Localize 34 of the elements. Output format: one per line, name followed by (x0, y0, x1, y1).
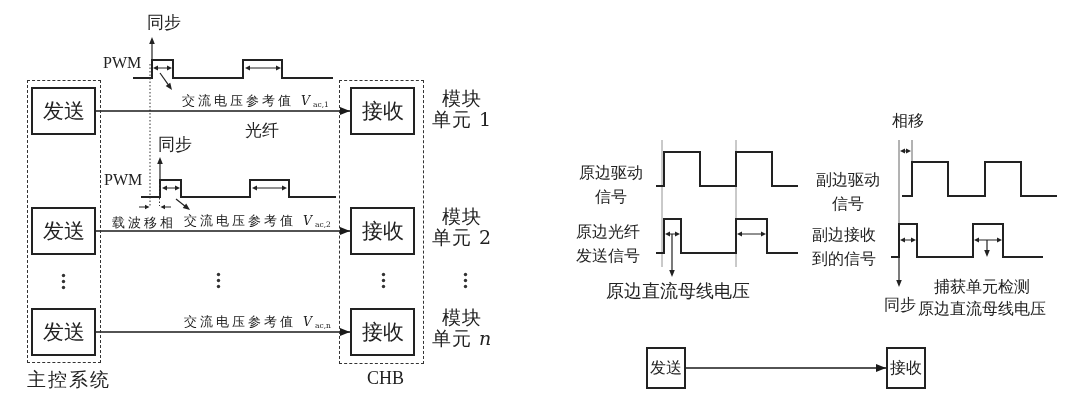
annotation-label: 捕获单元检测原边直流母线电压 (918, 277, 1046, 320)
process-box: 发送 (31, 207, 96, 255)
edge-label: 交流电压参考值 V$_{ac,2}$ (184, 213, 331, 228)
annotation-label: 相移 (892, 111, 924, 131)
signal-label: PWM (104, 170, 143, 190)
signal-label: 原边光纤发送信号 (576, 222, 640, 267)
annotation-label: 原边直流母线电压 (606, 281, 750, 302)
annotation-label: 同步 (884, 295, 916, 315)
signal-label: 副边驱动信号 (816, 170, 880, 215)
edge-label: 交流电压参考值 V$_{ac,1}$ (182, 93, 329, 108)
process-box: 接收 (350, 207, 415, 255)
annotation-label: 载波移相 (112, 215, 176, 230)
edge-label: 交流电压参考值 V$_{ac,n}$ (184, 314, 331, 329)
unit-label: 模块单元 2 (432, 206, 493, 248)
signal-label: 副边接收到的信号 (812, 225, 876, 270)
annotation-label: 同步 (147, 12, 181, 33)
signal-label: 原边驱动信号 (579, 163, 643, 208)
group-label: 主控系统 (27, 368, 111, 391)
arrow (95, 227, 351, 235)
annotation-label: 同步 (158, 134, 192, 155)
process-box: 发送 (646, 347, 686, 389)
process-box: 发送 (31, 87, 96, 135)
process-box: 接收 (886, 347, 926, 389)
unit-label: 模块单元 1 (432, 88, 493, 130)
process-box: 接收 (350, 87, 415, 135)
arrow (95, 107, 351, 115)
process-box: 发送 (31, 308, 96, 356)
signal-label: PWM (103, 53, 142, 73)
group-label: CHB (367, 368, 404, 390)
unit-label: 模块单元 n (432, 307, 493, 349)
line-label: 光纤 (245, 120, 279, 141)
process-box: 接收 (350, 308, 415, 356)
arrow (685, 364, 887, 372)
arrow (95, 328, 351, 336)
